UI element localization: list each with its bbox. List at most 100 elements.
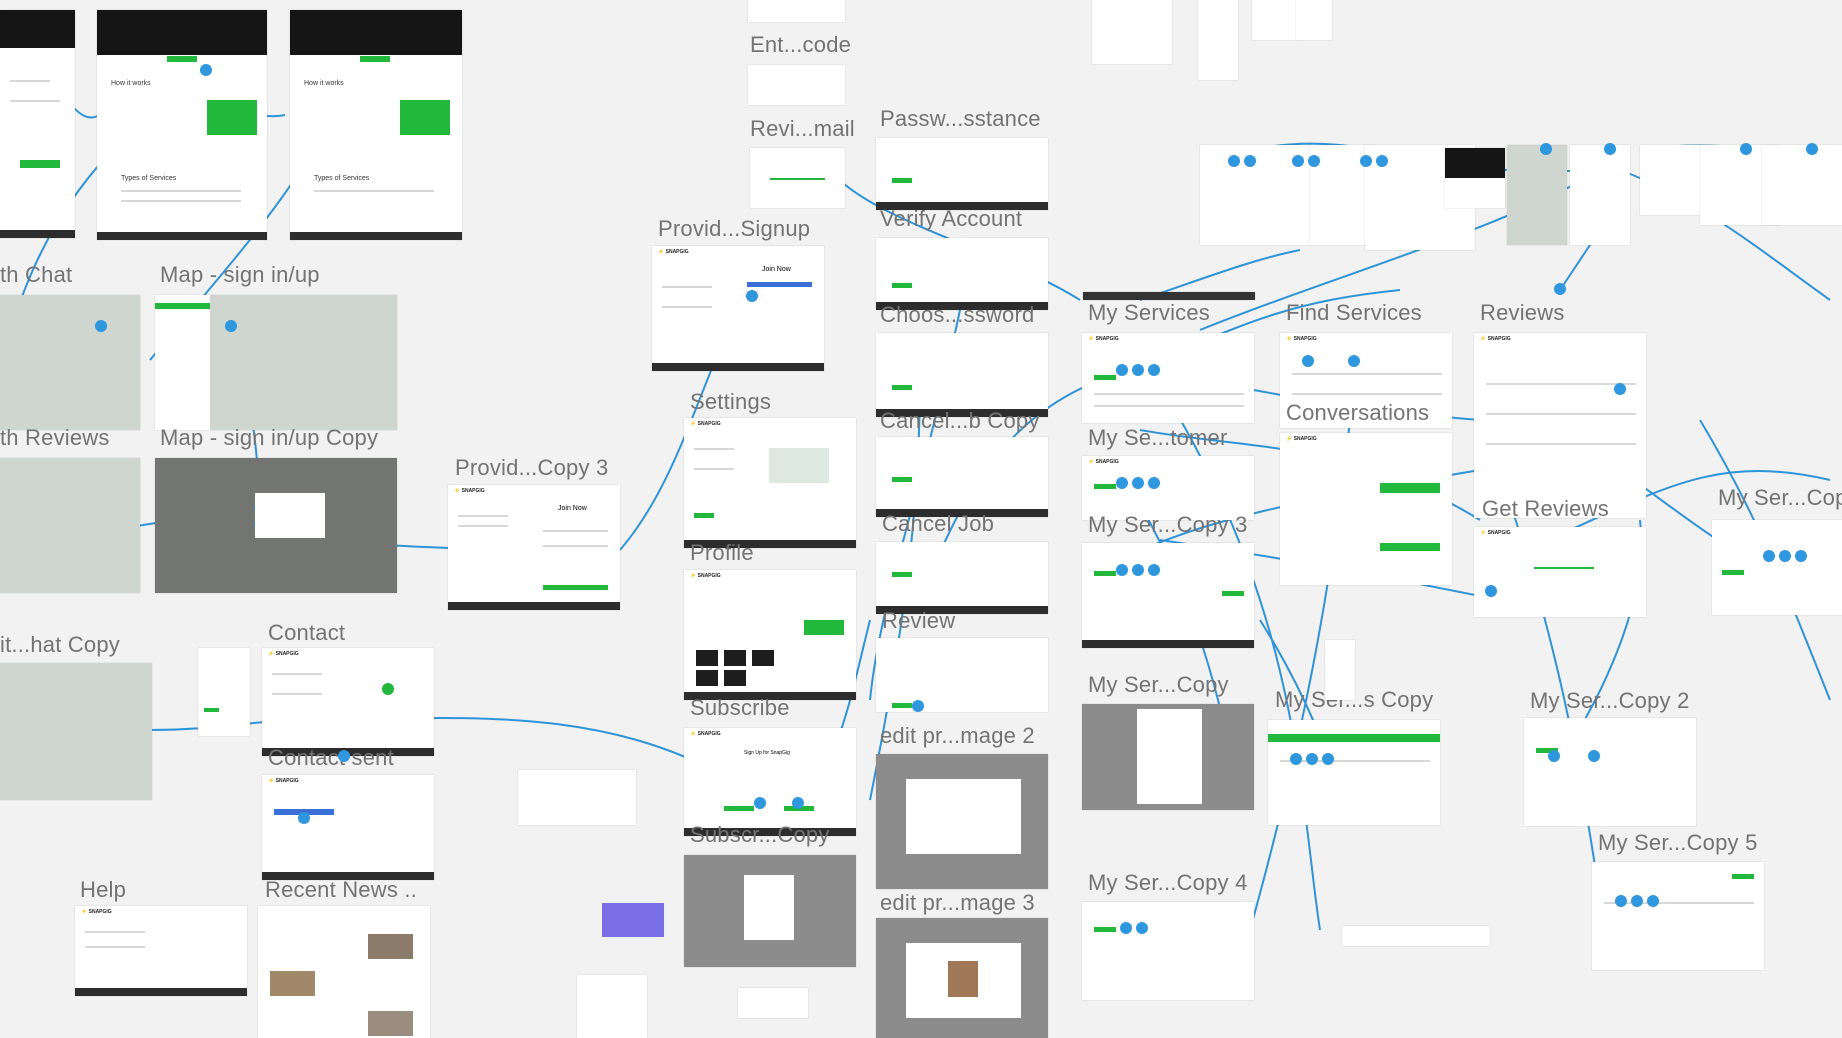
hotspot[interactable] (1604, 143, 1616, 155)
artboard-conversations[interactable]: ⚡ SNAPGIG (1280, 433, 1452, 585)
sign-up-modal[interactable] (255, 493, 325, 538)
hotspot[interactable] (1360, 155, 1372, 167)
hotspot[interactable] (746, 290, 758, 302)
artboard-home-1[interactable] (0, 10, 75, 238)
artboard-news-card[interactable] (518, 770, 636, 825)
artboard-help[interactable]: ⚡ SNAPGIG (75, 906, 247, 996)
hotspot[interactable] (1116, 564, 1128, 576)
artboard-my-services-copy-5[interactable] (1592, 862, 1764, 970)
hotspot[interactable] (912, 700, 924, 712)
green-button[interactable] (360, 56, 390, 62)
hotspot[interactable] (1116, 477, 1128, 489)
hotspot[interactable] (1376, 155, 1388, 167)
hotspot[interactable] (1548, 750, 1560, 762)
artboard-contact[interactable]: ⚡ SNAPGIG (262, 648, 434, 756)
artboard-top-forms[interactable] (1092, 0, 1172, 64)
artboard-cancel-job-copy[interactable] (876, 437, 1048, 517)
hotspot[interactable] (1132, 477, 1144, 489)
artboard-map-sign-in[interactable] (155, 295, 397, 430)
artboard-my-services-copy-4[interactable] (1082, 902, 1254, 1000)
hotspot[interactable] (1806, 143, 1818, 155)
artboard-mobile-cluster-4[interactable] (1570, 145, 1630, 245)
artboard-home-2[interactable]: How it works Types of Services (97, 10, 267, 240)
artboard-map-reviews[interactable] (0, 458, 140, 593)
hotspot[interactable] (1116, 364, 1128, 376)
hotspot[interactable] (95, 320, 107, 332)
hotspot[interactable] (298, 812, 310, 824)
artboard-password-assistance[interactable] (876, 138, 1048, 210)
hotspot[interactable] (1348, 355, 1360, 367)
artboard-reviews[interactable]: ⚡ SNAPGIG (1474, 333, 1646, 518)
artboard-provider-signup[interactable]: ⚡ SNAPGIG Join Now (652, 246, 824, 371)
hotspot[interactable] (1615, 895, 1627, 907)
artboard-my-services-copy-2[interactable] (1524, 718, 1696, 826)
artboard-footnote[interactable] (1342, 926, 1490, 946)
hotspot[interactable] (1740, 143, 1752, 155)
photo-modal[interactable] (906, 779, 1021, 854)
hotspot[interactable] (1322, 753, 1334, 765)
artboard-home-dark[interactable] (1445, 148, 1505, 208)
artboard-thank-you[interactable] (577, 975, 647, 1038)
artboard-subscribe-copy[interactable] (684, 855, 856, 967)
hotspot[interactable] (1647, 895, 1659, 907)
hotspot[interactable] (1779, 550, 1791, 562)
hotspot[interactable] (1244, 155, 1256, 167)
artboard-small-contact[interactable] (198, 648, 250, 736)
hotspot[interactable] (1148, 364, 1160, 376)
hotspot[interactable] (1554, 283, 1566, 295)
artboard-edit-profile-image-2[interactable] (876, 754, 1048, 889)
green-button[interactable] (20, 160, 60, 168)
artboard-cancel-job[interactable] (876, 542, 1048, 614)
hotspot[interactable] (1306, 753, 1318, 765)
artboard-top-menu[interactable] (1252, 0, 1297, 40)
artboard-map-mobile[interactable] (1507, 145, 1567, 245)
join-button[interactable] (543, 585, 608, 590)
artboard-my-services-copy-right[interactable] (1712, 520, 1842, 615)
artboard-mobile-cluster-7[interactable] (1762, 145, 1842, 225)
artboard-review-mail[interactable] (750, 148, 845, 208)
artboard-table-mini[interactable] (738, 988, 808, 1018)
hotspot[interactable] (1795, 550, 1807, 562)
artboard-subscribe[interactable]: ⚡ SNAPGIG Sign Up for SnapGig (684, 728, 856, 836)
artboard-settings[interactable]: ⚡ SNAPGIG (684, 418, 856, 548)
artboard-find-services[interactable]: ⚡ SNAPGIG (1280, 333, 1452, 428)
hotspot[interactable] (1302, 355, 1314, 367)
hotspot[interactable] (754, 797, 766, 809)
artboard-review[interactable] (876, 638, 1048, 712)
artboard-map-chat[interactable] (0, 295, 140, 430)
hotspot[interactable] (1290, 753, 1302, 765)
hotspot[interactable] (1132, 564, 1144, 576)
hotspot[interactable] (1588, 750, 1600, 762)
hotspot[interactable] (225, 320, 237, 332)
hotspot[interactable] (1292, 155, 1304, 167)
hotspot[interactable] (1631, 895, 1643, 907)
hotspot[interactable] (200, 64, 212, 76)
artboard-enter-code[interactable] (748, 65, 845, 105)
artboard-top-nav[interactable] (1296, 0, 1332, 40)
hotspot[interactable] (338, 750, 350, 762)
artboard-get-reviews[interactable]: ⚡ SNAPGIG (1474, 527, 1646, 617)
artboard-my-services-customer[interactable]: ⚡ SNAPGIG (1082, 456, 1254, 520)
hotspot[interactable] (1614, 383, 1626, 395)
artboard-profile[interactable]: ⚡ SNAPGIG (684, 570, 856, 700)
artboard-edit-profile-image-3[interactable] (876, 918, 1048, 1038)
artboard-choose-password[interactable] (876, 333, 1048, 417)
artboard-map-sign-in-copy[interactable] (155, 458, 397, 593)
hotspot[interactable] (792, 797, 804, 809)
artboard-recent-news[interactable] (258, 906, 430, 1038)
hotspot[interactable] (1308, 155, 1320, 167)
artboard-my-services-s-copy[interactable] (1268, 720, 1440, 825)
hotspot[interactable] (1148, 477, 1160, 489)
green-button[interactable] (167, 56, 197, 62)
hotspot[interactable] (1485, 585, 1497, 597)
hotspot[interactable] (1228, 155, 1240, 167)
artboard-code-top[interactable] (748, 0, 845, 22)
artboard-home-3[interactable]: How it works Types of Services (290, 10, 462, 240)
artboard-verify-account[interactable] (876, 238, 1048, 310)
artboard-provider-copy-3[interactable]: ⚡ SNAPGIG Join Now (448, 485, 620, 610)
hotspot[interactable] (1136, 922, 1148, 934)
artboard-contact-sent[interactable]: ⚡ SNAPGIG (262, 775, 434, 880)
artboard-map-chat-copy[interactable] (0, 663, 152, 800)
hotspot[interactable] (1540, 143, 1552, 155)
